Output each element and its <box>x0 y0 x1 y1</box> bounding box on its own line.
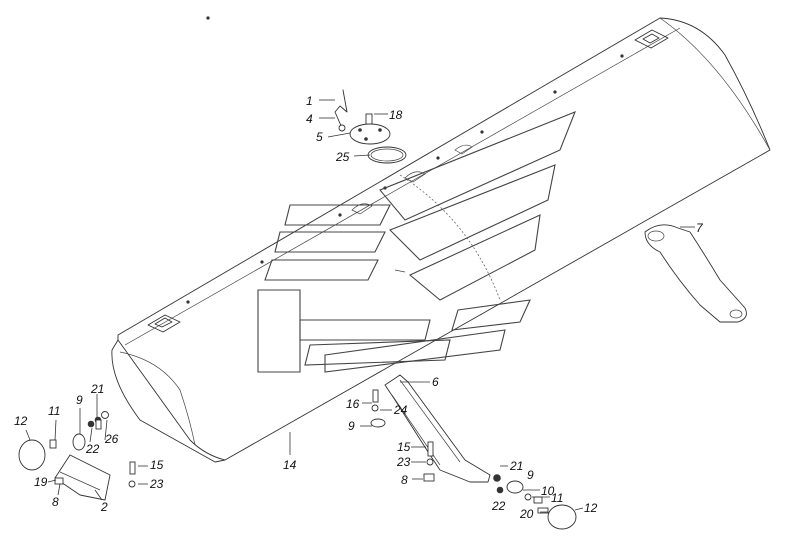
label-part-19: 19 <box>34 475 48 489</box>
label-part-18: 18 <box>389 108 403 122</box>
label-part-9-left: 9 <box>76 393 83 407</box>
label-part-11-right: 11 <box>551 491 563 505</box>
filler-cap-assembly <box>334 89 407 164</box>
label-part-8-left: 8 <box>52 495 59 509</box>
label-part-8-right: 8 <box>401 473 408 487</box>
right-bracket <box>644 224 747 323</box>
label-part-12-right: 12 <box>584 501 598 515</box>
label-part-21-left: 21 <box>90 382 104 396</box>
label-part-15-right: 15 <box>397 440 411 454</box>
label-part-20: 20 <box>519 507 534 521</box>
label-part-23-left: 23 <box>149 477 164 491</box>
label-part-22-right: 22 <box>491 499 506 513</box>
label-part-15-left: 15 <box>150 458 164 472</box>
part-labels: 1 4 18 5 25 7 6 16 24 9 15 23 8 21 9 10 … <box>14 94 704 521</box>
label-part-11-left: 11 <box>48 404 60 418</box>
label-part-9-right: 9 <box>527 468 534 482</box>
label-part-2: 2 <box>100 500 108 514</box>
label-part-23-right: 23 <box>396 455 411 469</box>
label-part-26: 26 <box>104 432 119 446</box>
small-parts <box>18 389 577 530</box>
label-part-4: 4 <box>306 112 313 126</box>
label-part-6: 6 <box>432 375 439 389</box>
label-part-7: 7 <box>696 221 704 235</box>
main-housing <box>111 16 771 463</box>
label-part-25: 25 <box>335 150 350 164</box>
label-part-21-right: 21 <box>509 459 523 473</box>
label-part-1: 1 <box>306 94 313 108</box>
left-bracket <box>54 454 111 501</box>
label-part-14: 14 <box>283 458 297 472</box>
label-part-22-left: 22 <box>85 442 100 456</box>
label-part-10: 10 <box>541 484 555 498</box>
label-part-12-left: 12 <box>14 414 28 428</box>
watermark-logo <box>257 111 576 373</box>
label-part-5: 5 <box>316 130 323 144</box>
label-part-16: 16 <box>346 397 360 411</box>
label-part-24: 24 <box>393 403 408 417</box>
label-part-9-center: 9 <box>348 419 355 433</box>
leader-lines <box>25 99 695 513</box>
